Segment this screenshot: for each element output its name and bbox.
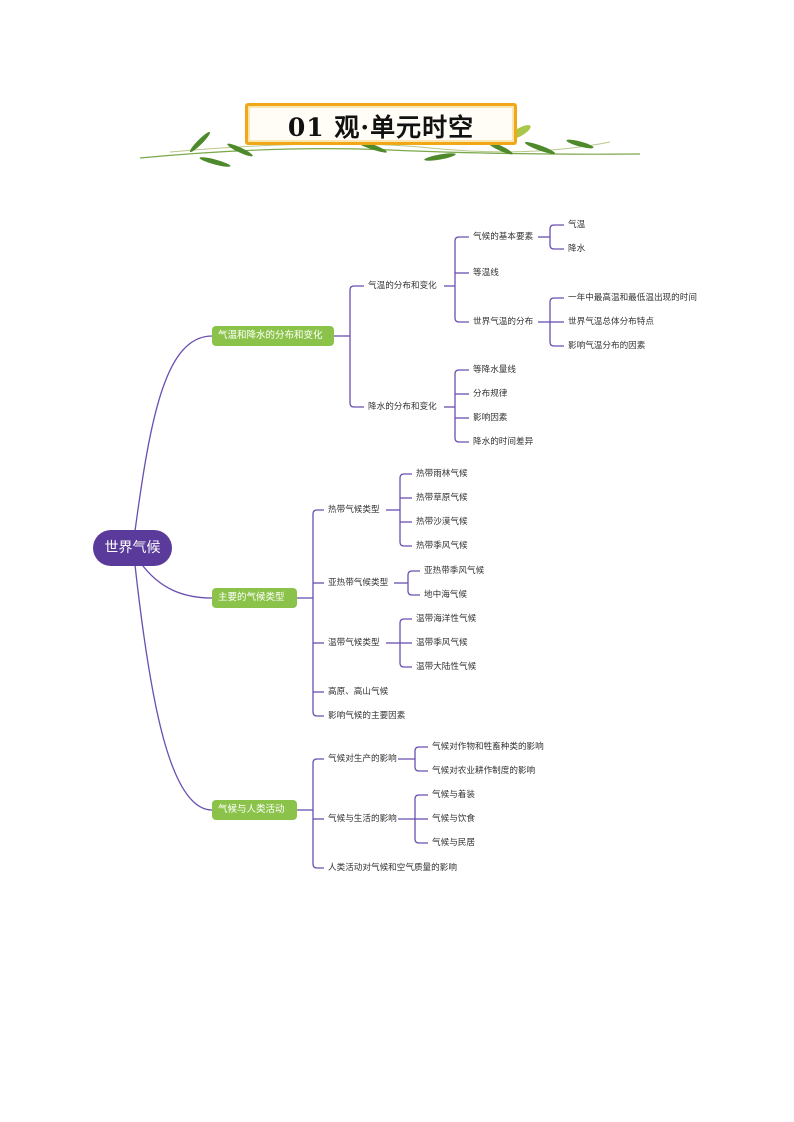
connector-line: [134, 564, 213, 811]
connector-line: [454, 236, 469, 323]
node[interactable]: 温带大陆性气候: [416, 662, 477, 672]
node[interactable]: 热带沙漠气候: [416, 517, 468, 527]
connector-line: [414, 746, 428, 772]
node[interactable]: 亚热带气候类型: [328, 578, 389, 588]
node[interactable]: 一年中最高温和最低温出现的时间: [568, 293, 697, 303]
node[interactable]: 分布规律: [473, 389, 508, 399]
connector-line: [399, 473, 412, 547]
node[interactable]: 温带气候类型: [328, 638, 380, 648]
connector-line: [407, 570, 420, 596]
node[interactable]: 气候与饮食: [432, 814, 475, 824]
node[interactable]: 地中海气候: [424, 590, 467, 600]
node[interactable]: 气候对生产的影响: [328, 754, 397, 764]
node[interactable]: 气候对作物和牲畜种类的影响: [432, 742, 544, 752]
node[interactable]: 气温: [568, 220, 586, 230]
node[interactable]: 高原、高山气候: [328, 687, 389, 697]
connector-line: [349, 285, 364, 408]
node[interactable]: 等温线: [473, 268, 499, 278]
node[interactable]: 气候对农业耕作制度的影响: [432, 766, 536, 776]
node[interactable]: 气候与民居: [432, 838, 475, 848]
node[interactable]: 温带季风气候: [416, 638, 468, 648]
section-banner: 01 观·单元时空: [245, 103, 517, 145]
node[interactable]: 气候与生活的影响: [328, 814, 397, 824]
node[interactable]: 热带气候类型: [328, 505, 380, 515]
node[interactable]: 等降水量线: [473, 365, 516, 375]
node[interactable]: 世界气温总体分布特点: [568, 317, 654, 327]
connector-line: [134, 335, 213, 532]
node[interactable]: 气候的基本要素: [473, 232, 534, 242]
connector-line: [312, 509, 324, 717]
node[interactable]: 降水的时间差异: [473, 437, 534, 447]
node[interactable]: 热带草原气候: [416, 493, 468, 503]
connector-line: [312, 758, 324, 869]
node[interactable]: 热带季风气候: [416, 541, 468, 551]
node[interactable]: 影响因素: [473, 413, 508, 423]
node[interactable]: 温带海洋性气候: [416, 614, 477, 624]
connector-line: [139, 561, 213, 599]
node[interactable]: 世界气温的分布: [473, 317, 534, 327]
node[interactable]: 气温的分布和变化: [368, 281, 437, 291]
node[interactable]: 影响气温分布的因素: [568, 341, 646, 351]
branch-climate-human[interactable]: 气候与人类活动: [212, 800, 297, 820]
mindmap-root[interactable]: 世界气候: [93, 530, 172, 566]
branch-climate-types[interactable]: 主要的气候类型: [212, 588, 297, 608]
connector-line: [454, 369, 469, 443]
node[interactable]: 降水: [568, 244, 586, 254]
node[interactable]: 热带雨林气候: [416, 469, 468, 479]
node[interactable]: 影响气候的主要因素: [328, 711, 406, 721]
branch-temperature-precipitation[interactable]: 气温和降水的分布和变化: [212, 326, 334, 346]
node[interactable]: 人类活动对气候和空气质量的影响: [328, 863, 457, 873]
node[interactable]: 降水的分布和变化: [368, 402, 437, 412]
node[interactable]: 气候与着装: [432, 790, 475, 800]
section-title: 01 观·单元时空: [287, 113, 475, 142]
node[interactable]: 亚热带季风气候: [424, 566, 485, 576]
connector-line: [549, 224, 564, 250]
